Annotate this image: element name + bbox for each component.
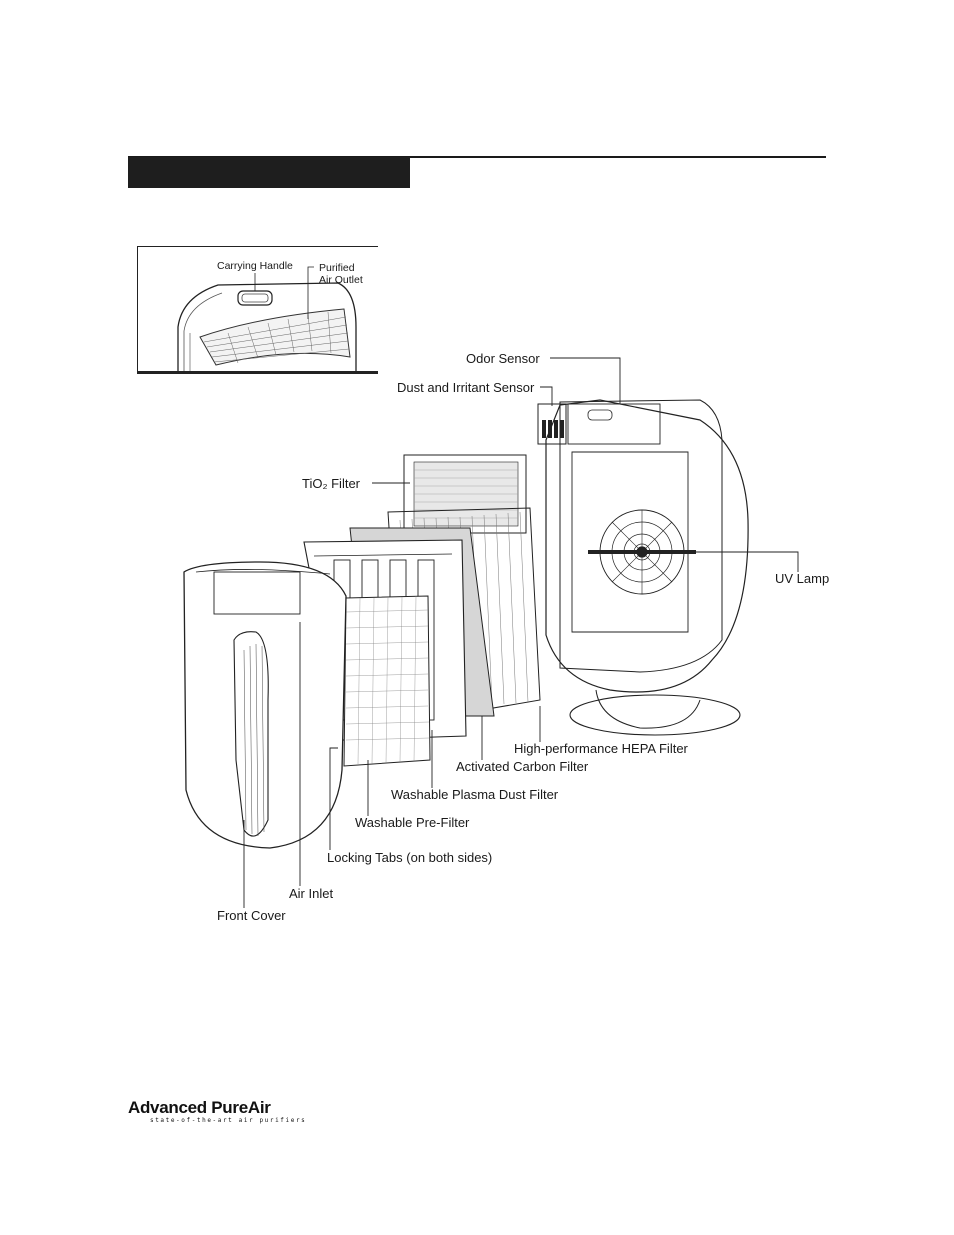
label-odor-sensor: Odor Sensor — [466, 352, 540, 365]
label-dust-sensor: Dust and Irritant Sensor — [397, 381, 534, 394]
label-locking-tabs: Locking Tabs (on both sides) — [327, 851, 492, 864]
label-uv-lamp: UV Lamp — [775, 572, 829, 585]
front-cover — [184, 562, 346, 848]
label-air-inlet: Air Inlet — [289, 887, 333, 900]
label-plasma-filter: Washable Plasma Dust Filter — [391, 788, 558, 801]
label-pre-filter: Washable Pre-Filter — [355, 816, 469, 829]
brand-name: Advanced PureAir — [128, 1098, 271, 1118]
label-front-cover: Front Cover — [217, 909, 286, 922]
label-tio2-filter: TiO₂ Filter — [302, 477, 360, 490]
brand-logo: Advanced PureAir state-of-the-art air pu… — [128, 1098, 318, 1128]
label-carbon-filter: Activated Carbon Filter — [456, 760, 588, 773]
brand-tagline: state-of-the-art air purifiers — [150, 1117, 306, 1124]
label-hepa-filter: High-performance HEPA Filter — [514, 742, 688, 755]
